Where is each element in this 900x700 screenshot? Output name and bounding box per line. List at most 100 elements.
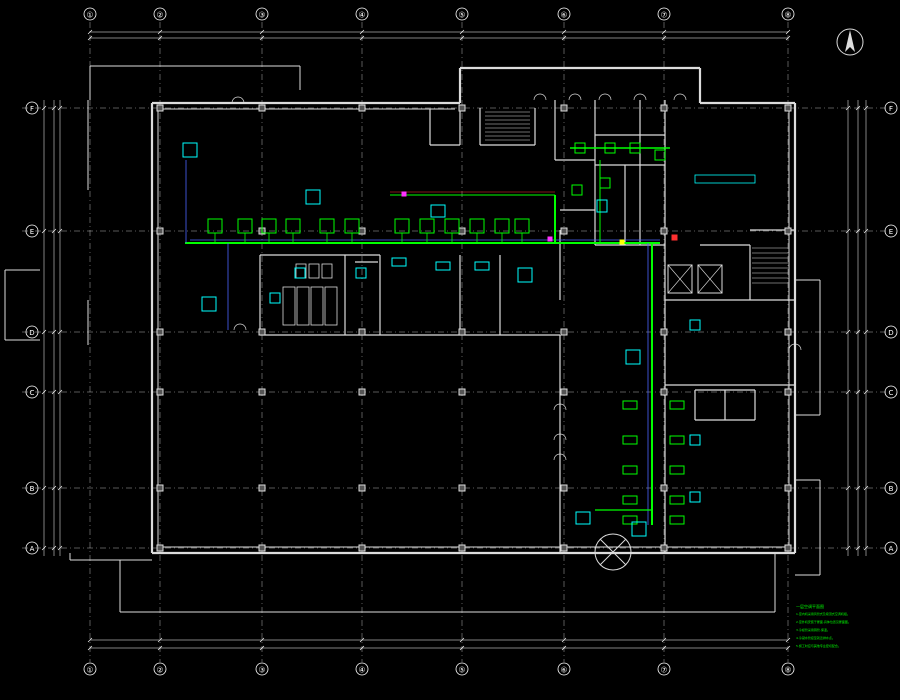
structural-column [258, 104, 266, 112]
dim-tick [785, 645, 791, 651]
door-6 [553, 403, 567, 411]
structural-column [156, 544, 164, 552]
grid-label-row-B-right: B [889, 485, 894, 493]
dim-tick [359, 29, 365, 35]
dim-tick [863, 389, 869, 395]
indoor-unit-16 [474, 261, 490, 271]
dim-tick [51, 105, 57, 111]
grid-bubble-col-3-bottom [255, 662, 269, 676]
dim-tick [845, 105, 851, 111]
dim-tick [561, 35, 567, 41]
toilet-cubicle-3 [310, 286, 324, 326]
indoor-unit-14 [689, 491, 701, 503]
door-9 [788, 343, 802, 351]
side-diffuser-4 [622, 495, 638, 505]
restroom-exhaust-4 [654, 149, 666, 161]
grid-label-row-A-left: A [30, 545, 35, 553]
dim-tick [51, 329, 57, 335]
dim-tick [863, 105, 869, 111]
dim-tick [785, 637, 791, 643]
structural-column [156, 328, 164, 336]
grid-bubble-col-5-top [455, 7, 469, 21]
grid-label-col-2-bottom: ② [156, 666, 163, 675]
side-diffuser-1 [622, 400, 638, 410]
side-diffuser-east-5 [669, 515, 685, 525]
structural-column [560, 388, 568, 396]
grid-label-col-4-bottom: ④ [358, 666, 365, 675]
grid-label-row-C-right: C [889, 389, 894, 397]
dim-tick [845, 389, 851, 395]
dim-tick [855, 228, 861, 234]
dim-tick [57, 485, 63, 491]
structural-column [784, 388, 792, 396]
grid-bubble-col-4-bottom [355, 662, 369, 676]
indoor-unit-4 [430, 204, 446, 218]
elevator-shaft-2 [697, 264, 723, 294]
grid-label-row-E-left: E [30, 228, 34, 236]
indoor-unit-18 [391, 257, 407, 267]
side-diffuser-3 [622, 465, 638, 475]
damper-marker [401, 191, 407, 197]
grid-label-col-2-top: ② [156, 11, 163, 20]
dim-tick [41, 485, 47, 491]
structural-column [560, 227, 568, 235]
door-5 [673, 93, 687, 101]
side-diffuser-2 [622, 435, 638, 445]
dim-tick [359, 637, 365, 643]
side-diffuser-east-1 [669, 400, 685, 410]
design-notes: 一层空调平面图 1.室内机采用风管式及吸顶式空调机组。 2.室外机安装于屋面,具… [796, 604, 896, 650]
grid-bubble-col-7-top [657, 7, 671, 21]
dim-tick [863, 485, 869, 491]
grid-bubble-row-D-right [884, 325, 898, 339]
indoor-unit-3 [305, 189, 321, 205]
door-10 [233, 323, 247, 331]
structural-column [458, 544, 466, 552]
revolving-door [594, 533, 632, 571]
elevator-x [697, 264, 723, 294]
dim-tick [785, 29, 791, 35]
dim-tick [459, 35, 465, 41]
dim-tick [561, 645, 567, 651]
indoor-unit-1 [182, 142, 198, 158]
walls [4, 65, 821, 613]
dim-tick [863, 545, 869, 551]
grid-bubble-col-2-bottom [153, 662, 167, 676]
dim-tick [41, 329, 47, 335]
structural-column [784, 227, 792, 235]
equipment-tag-box [694, 174, 756, 184]
dim-tick [51, 389, 57, 395]
dim-tick [863, 228, 869, 234]
dim-tick [57, 389, 63, 395]
dim-tick [845, 228, 851, 234]
structural-column [784, 544, 792, 552]
dim-tick [157, 35, 163, 41]
structural-column [560, 484, 568, 492]
dim-tick [57, 329, 63, 335]
valve-marker [619, 239, 625, 245]
grid-label-col-3-top: ③ [258, 11, 265, 20]
dim-tick [459, 637, 465, 643]
dimension-lines [41, 29, 869, 651]
side-diffuser-east-4 [669, 495, 685, 505]
grid-label-col-6-top: ⑥ [560, 11, 567, 20]
grid-bubble-row-F-left [25, 101, 39, 115]
toilet-fixture-2 [308, 263, 320, 279]
note-line-5: 5.施工时应与其他专业密切配合。 [796, 644, 841, 648]
grid-bubble-row-C-left [25, 385, 39, 399]
grid-bubble-col-5-bottom [455, 662, 469, 676]
door-2 [568, 93, 582, 101]
grid-bubble-row-E-left [25, 224, 39, 238]
door-3 [598, 93, 612, 101]
note-line-1: 1.室内机采用风管式及吸顶式空调机组。 [796, 612, 850, 616]
structural-column [458, 388, 466, 396]
grid-label-col-3-bottom: ③ [258, 666, 265, 675]
structural-column [258, 544, 266, 552]
grid-label-row-F-left: F [30, 105, 34, 113]
indoor-unit-6 [625, 349, 641, 365]
note-line-2: 2.室外机安装于屋面,具体位置见屋面图。 [796, 620, 851, 624]
restroom-exhaust-3 [629, 142, 641, 154]
grid-label-col-8-top: ⑧ [784, 11, 791, 20]
notes-title: 一层空调平面图 [796, 604, 824, 609]
dim-tick [855, 545, 861, 551]
